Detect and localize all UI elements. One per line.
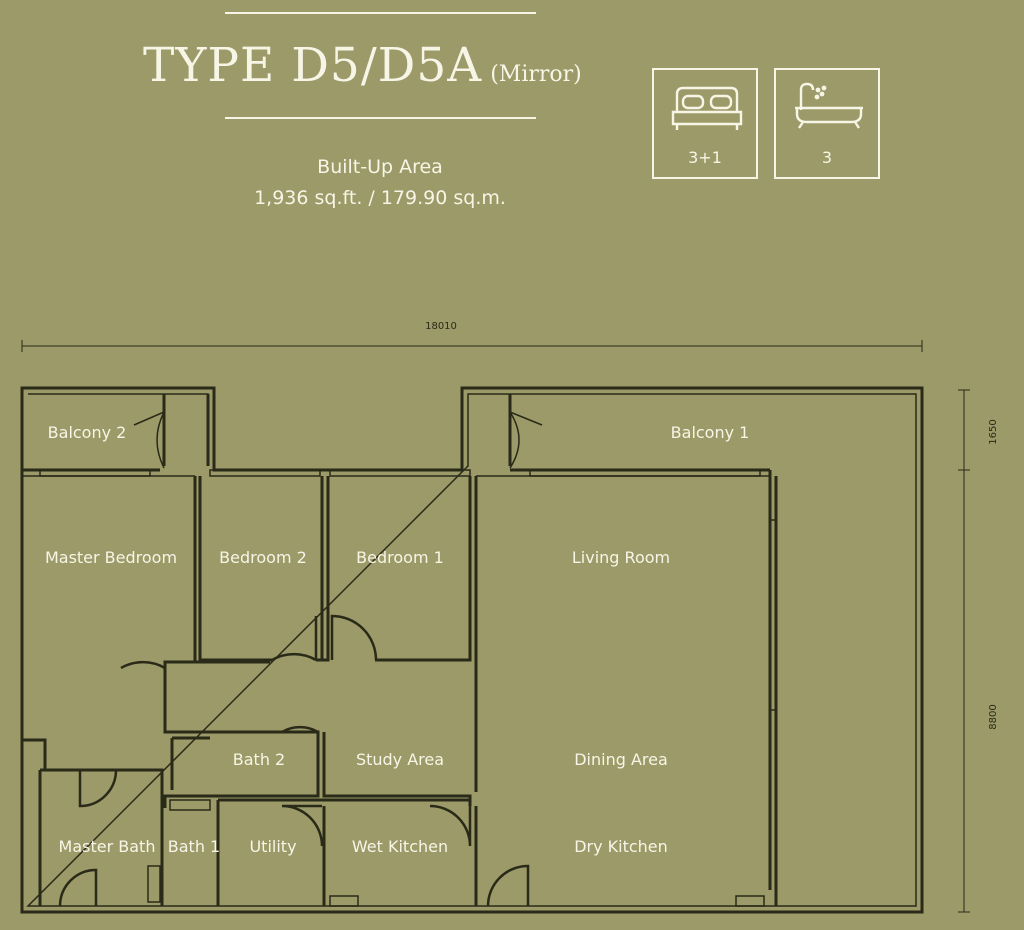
vents xyxy=(147,799,765,907)
room-dry-kitchen: Dry Kitchen xyxy=(574,837,668,856)
room-bedroom-1: Bedroom 1 xyxy=(356,548,444,567)
main-depth-dimension: 8800 xyxy=(988,704,999,729)
room-bath-2: Bath 2 xyxy=(233,750,285,769)
bedroom-count-box: 3+1 xyxy=(652,68,758,179)
bathtub-icon xyxy=(795,82,863,129)
room-balcony-1: Balcony 1 xyxy=(671,423,750,442)
plan-type-title: TYPE D5/D5A xyxy=(143,38,483,93)
page-title: TYPE D5/D5A (Mirror) xyxy=(143,38,582,103)
room-bath-1: Bath 1 xyxy=(168,837,220,856)
room-study-area: Study Area xyxy=(356,750,444,769)
room-balcony-2: Balcony 2 xyxy=(48,423,127,442)
room-bedroom-2: Bedroom 2 xyxy=(219,548,307,567)
room-master-bedroom: Master Bedroom xyxy=(45,548,177,567)
room-utility: Utility xyxy=(249,837,296,856)
room-dining-area: Dining Area xyxy=(574,750,668,769)
title-rule-top xyxy=(225,12,536,14)
room-wet-kitchen: Wet Kitchen xyxy=(352,837,448,856)
built-up-area-label: Built-Up Area xyxy=(317,156,443,178)
dimension-lines xyxy=(21,340,970,913)
title-rule-bottom xyxy=(225,117,536,119)
room-master-bath: Master Bath xyxy=(59,837,156,856)
bathroom-count-box: 3 xyxy=(774,68,880,179)
plan-type-suffix: (Mirror) xyxy=(490,62,582,87)
bedroom-count: 3+1 xyxy=(688,148,722,167)
width-dimension: 18010 xyxy=(425,321,457,332)
walls xyxy=(20,386,924,914)
built-up-area-value: 1,936 sq.ft. / 179.90 sq.m. xyxy=(254,187,506,209)
doors xyxy=(58,614,530,907)
room-living-room: Living Room xyxy=(572,548,670,567)
balcony-depth-dimension: 1650 xyxy=(988,419,999,444)
bed-icon xyxy=(671,86,743,130)
windows xyxy=(39,469,777,711)
bathroom-count: 3 xyxy=(821,148,833,167)
